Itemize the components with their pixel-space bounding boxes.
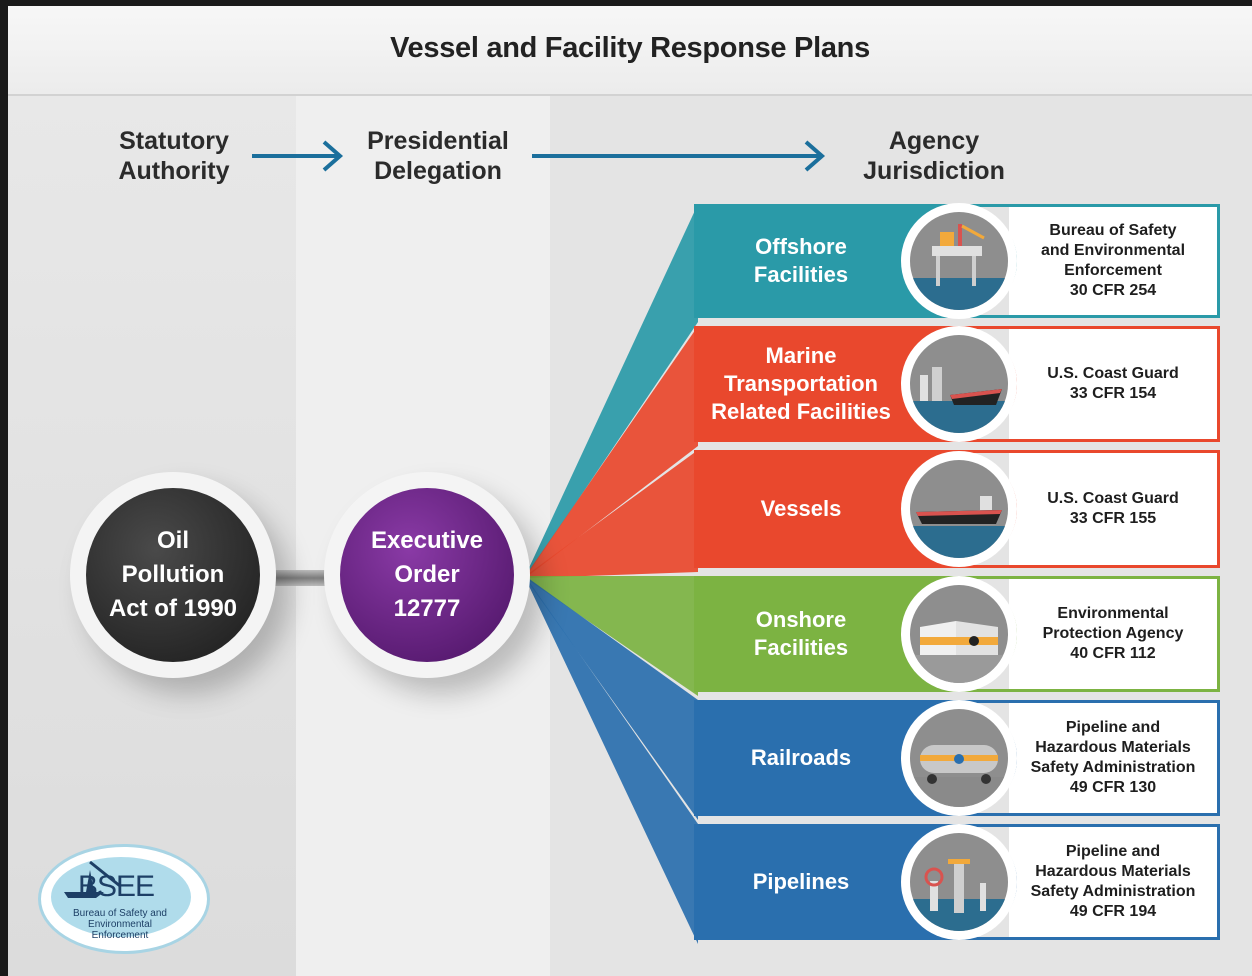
agency-label-line: Protection Agency (1042, 625, 1184, 642)
facility-label-line: Transportation (723, 371, 878, 396)
fan-beam (528, 580, 698, 944)
agency-label-line: Bureau of Safety (1049, 222, 1177, 239)
marine-terminal-icon (901, 326, 1017, 442)
arrow-right-icon (532, 140, 826, 172)
fan-beam (528, 326, 698, 576)
title-bar (8, 6, 1252, 96)
heading-line: Statutory (119, 127, 229, 155)
agency-jurisdiction-heading: Agency Jurisdiction (844, 126, 1024, 186)
agency-label-line: 49 CFR 130 (1069, 779, 1157, 796)
heading-line: Jurisdiction (863, 157, 1005, 185)
heading-line: Agency (888, 127, 980, 155)
fan-beam (528, 576, 698, 696)
logo-subtitle-line: Environmental (88, 919, 152, 930)
heading-line: Delegation (374, 157, 502, 185)
fan-beam (528, 204, 698, 574)
agency-label-line: 30 CFR 254 (1069, 282, 1157, 299)
page-title: Vessel and Facility Response Plans (390, 32, 870, 64)
agency-label-line: Hazardous Materials (1035, 739, 1191, 756)
heading-line: Presidential (367, 127, 509, 155)
presidential-delegation-heading: Presidential Delegation (348, 126, 528, 186)
bsee-logo-mark (51, 857, 191, 937)
agency-label-line: U.S. Coast Guard (1047, 365, 1179, 382)
facility-label-line: Related Facilities (711, 399, 891, 424)
agency-label-line: Environmental (1057, 605, 1169, 622)
tanker-ship-icon (901, 451, 1017, 567)
facility-label-line: Pipelines (752, 869, 850, 894)
executive-order-circle: Executive Order 12777 (324, 472, 530, 678)
agency-label-line: 33 CFR 154 (1069, 385, 1157, 402)
act-line: Act of 1990 (108, 595, 238, 622)
agency-label-line: Hazardous Materials (1035, 863, 1191, 880)
act-circle-inner: Oil Pollution Act of 1990 (86, 488, 260, 662)
agency-label: U.S. Coast Guard 33 CFR 154 (1009, 329, 1217, 439)
diagram-canvas: Vessel and Facility Response Plans Statu… (8, 6, 1252, 976)
logo-subtitle-line: Bureau of Safety and (73, 908, 167, 919)
arrow-right-icon (252, 140, 344, 172)
facility-label-line: Facilities (753, 635, 849, 660)
executive-order-circle-inner: Executive Order 12777 (340, 488, 514, 662)
logo-subtitle-line: Enforcement (91, 930, 149, 941)
agency-label-line: Safety Administration (1030, 759, 1196, 776)
facility-label: Railroads (697, 703, 905, 813)
agency-label-line: Enforcement (1064, 262, 1162, 279)
circle-connector (274, 570, 326, 586)
act-line: Pollution (121, 561, 225, 588)
agency-label-line: U.S. Coast Guard (1047, 490, 1179, 507)
facility-label: Pipelines (697, 827, 905, 937)
fan-beam (528, 578, 698, 820)
order-line: 12777 (393, 595, 461, 622)
agency-label-line: Pipeline and (1065, 719, 1161, 736)
agency-label-line: 33 CFR 155 (1069, 510, 1157, 527)
order-line: Executive (370, 527, 484, 554)
heading-line: Authority (118, 157, 230, 185)
facility-label-line: Marine (765, 343, 837, 368)
agency-label-line: 49 CFR 194 (1069, 903, 1157, 920)
pipeline-valve-icon (901, 824, 1017, 940)
storage-tank-icon (901, 576, 1017, 692)
offshore-platform-icon (901, 203, 1017, 319)
facility-label-line: Facilities (753, 262, 849, 287)
act-circle: Oil Pollution Act of 1990 (70, 472, 276, 678)
fan-beam (528, 450, 698, 578)
facility-label-line: Railroads (750, 745, 852, 770)
bsee-logo-name: BSEE (78, 870, 155, 903)
act-line: Oil (156, 527, 189, 554)
jurisdiction-fan (528, 204, 698, 944)
jurisdiction-row: Vessels U.S. Coast Guard 33 CFR 155 (694, 450, 1220, 568)
agency-label-line: Safety Administration (1030, 883, 1196, 900)
agency-label: U.S. Coast Guard 33 CFR 155 (1009, 453, 1217, 565)
agency-label-line: 40 CFR 112 (1070, 645, 1156, 662)
facility-label-line: Vessels (760, 496, 842, 521)
facility-label: Vessels (697, 453, 905, 565)
header-arrows (252, 140, 826, 172)
facility-label-line: Onshore (755, 607, 847, 632)
order-line: Order (394, 561, 460, 588)
facility-label-line: Offshore (755, 234, 847, 259)
bsee-logo-subtitle: Bureau of Safety and Environmental Enfor… (56, 908, 184, 941)
rail-tank-car-icon (901, 700, 1017, 816)
agency-label-line: and Environmental (1040, 242, 1186, 259)
agency-label-line: Pipeline and (1065, 843, 1161, 860)
statutory-authority-heading: Statutory Authority (94, 126, 254, 186)
